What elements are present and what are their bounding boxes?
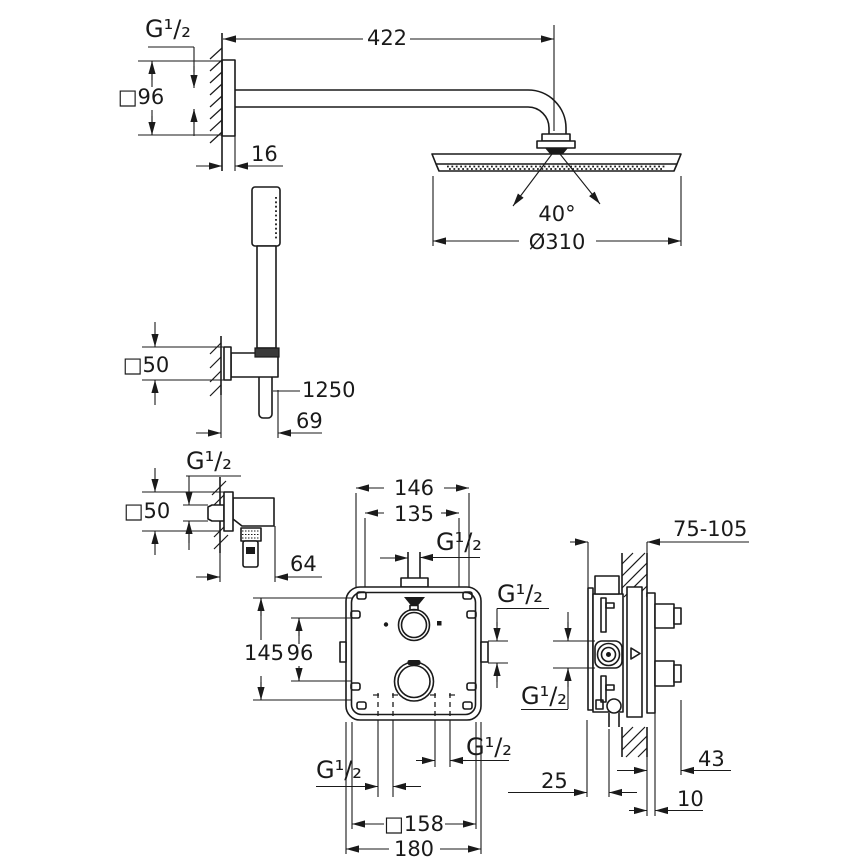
wall-hatching <box>211 480 229 550</box>
dim-screw-width-outer: 146 <box>394 476 434 500</box>
dim-handle-projection: 43 <box>698 747 725 771</box>
trim-plate-edge <box>646 592 656 714</box>
dial-mark-left <box>383 622 389 627</box>
elbow-body <box>232 497 275 527</box>
mounting-plate <box>626 586 643 718</box>
screw-holes <box>350 591 477 710</box>
dim-bottom-left-thread: G¹/₂ <box>316 756 362 784</box>
temperature-dial <box>383 597 442 642</box>
dim-head-diameter: Ø310 <box>529 230 586 254</box>
hand-shower-assembly: □50 1250 69 <box>123 186 355 438</box>
shower-head-assembly: 422 G¹/₂ □96 16 40° Ø310 <box>118 15 682 254</box>
hand-shower-wand <box>251 186 281 358</box>
rough-in-box <box>345 586 482 721</box>
handle-top <box>654 603 682 629</box>
dim-elbow-thread: G¹/₂ <box>186 447 232 475</box>
wall-union-elbow: G¹/₂ □50 64 <box>124 447 322 582</box>
shower-arm <box>235 89 567 134</box>
handle-bottom <box>654 660 682 687</box>
elbow-inlet-stub <box>207 504 225 522</box>
dial-mark-right <box>437 621 442 626</box>
dim-trim-plate-size: □158 <box>384 812 444 836</box>
dim-spray-angle: 40° <box>538 202 575 226</box>
dim-center-outlet-thread: G¹/₂ <box>521 682 567 710</box>
right-side-outlet <box>480 641 489 663</box>
left-side-outlet <box>339 641 347 663</box>
wall-hatching <box>209 342 222 397</box>
wall-section-bottom <box>621 726 648 758</box>
top-outlet-flange <box>400 577 429 588</box>
rough-in-body-side <box>587 575 643 727</box>
thermostat-side-view: 75-105 G¹/₂ 25 43 10 <box>508 517 749 816</box>
dim-bottom-right-thread: G¹/₂ <box>466 733 512 761</box>
dim-screw-width-inner: 135 <box>394 502 434 526</box>
bottom-elbow <box>606 698 622 714</box>
dim-holder-depth: 69 <box>296 409 323 433</box>
elbow-outlet <box>240 527 262 568</box>
dim-elbow-depth: 64 <box>290 552 317 576</box>
holder-escutcheon <box>223 346 232 381</box>
dim-box-width: 180 <box>394 837 434 861</box>
dim-arm-escutcheon-size: □96 <box>118 85 165 109</box>
dim-elbow-escutcheon: □50 <box>124 499 171 523</box>
dim-escutcheon-depth: 16 <box>251 142 278 166</box>
dim-side-outlet-thread: G¹/₂ <box>497 580 543 608</box>
volume-dial <box>393 660 435 702</box>
dim-back-offset: 25 <box>541 769 568 793</box>
dim-trim-thickness: 10 <box>677 787 704 811</box>
dim-screw-height-outer: 145 <box>244 641 284 665</box>
dim-screw-height-inner: 96 <box>287 641 314 665</box>
top-port <box>594 575 620 595</box>
dim-hose-length: 1250 <box>302 378 355 402</box>
thermostat-front-view: 146 135 G¹/₂ 145 96 G¹/₂ G¹/₂ <box>244 476 549 861</box>
ball-joint-connector <box>536 133 576 154</box>
dim-top-outlet-thread: G¹/₂ <box>436 528 482 556</box>
wall-hatching <box>209 47 223 144</box>
dim-arm-length: 422 <box>367 26 407 50</box>
bottom-outlet-ports <box>373 693 455 716</box>
head-shower-plate <box>431 153 682 172</box>
hose-nut <box>254 347 280 358</box>
arm-escutcheon <box>221 59 236 137</box>
dim-install-depth-range: 75-105 <box>673 517 747 541</box>
dim-holder-escutcheon: □50 <box>123 353 170 377</box>
brand-triangle-mark <box>630 647 641 660</box>
elbow-escutcheon <box>223 491 234 532</box>
dim-wall-thread: G¹/₂ <box>145 15 191 43</box>
